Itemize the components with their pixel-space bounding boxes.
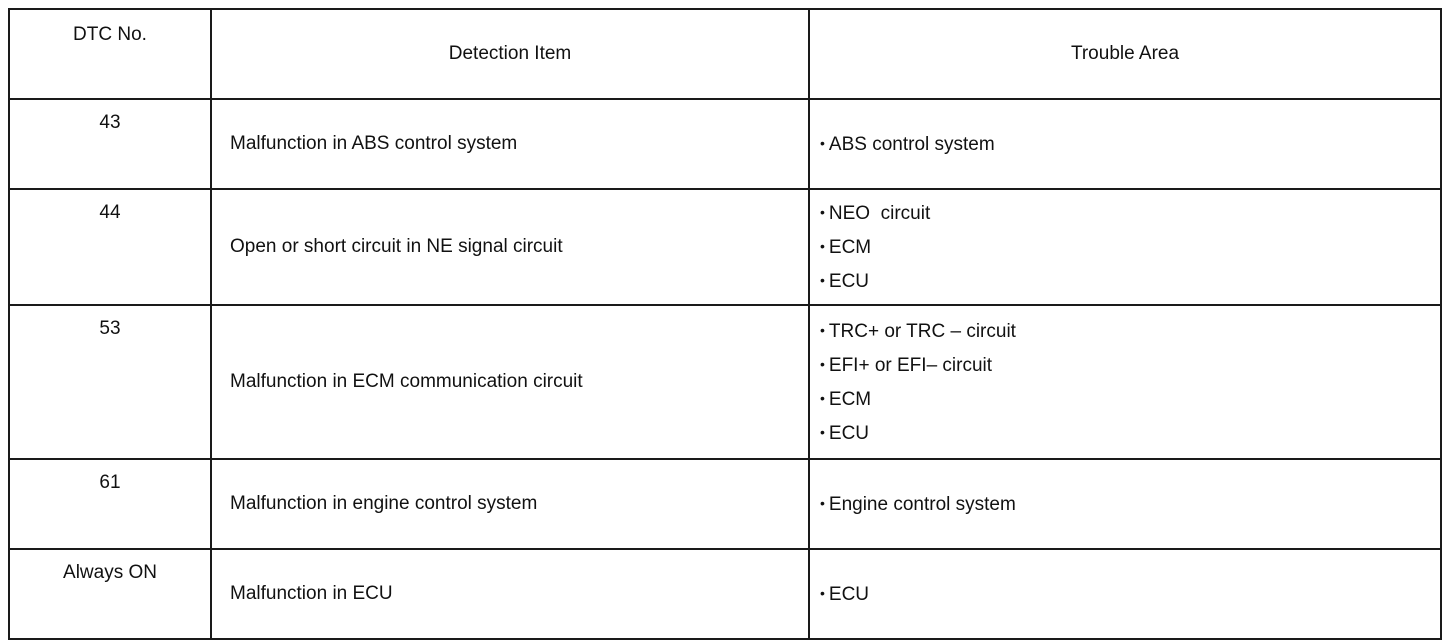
table-row: 53 Malfunction in ECM communication circ… [8,304,1442,460]
trouble-area-text: EFI+ or EFI– circuit [828,355,993,376]
dtc-code: 44 [8,188,212,306]
bullet-icon: • [820,585,825,601]
trouble-area-text: NEO circuit [828,203,931,224]
bullet-icon: • [820,135,825,151]
table-row: Always ON Malfunction in ECU •ECU [8,548,1442,640]
trouble-area-item: •ECU [820,577,1440,611]
dtc-code: 61 [8,458,212,550]
bullet-icon: • [820,238,825,254]
trouble-area-text: ECM [828,237,872,258]
table-body: 43 Malfunction in ABS control system •AB… [8,98,1442,640]
trouble-area-text: TRC+ or TRC – circuit [828,321,1016,342]
trouble-area-item: •Engine control system [820,487,1440,521]
trouble-area-text: ECU [828,584,870,605]
bullet-icon: • [820,322,825,338]
trouble-area-item: •NEO circuit [820,196,1440,230]
dtc-code: Always ON [8,548,212,640]
dtc-code: 53 [8,304,212,460]
detection-item: Malfunction in engine control system [210,458,810,550]
trouble-area: •ABS control system [808,98,1442,190]
table-row: 44 Open or short circuit in NE signal ci… [8,188,1442,306]
trouble-area-list: •ABS control system [820,127,1440,161]
detection-item: Open or short circuit in NE signal circu… [210,188,810,306]
bullet-icon: • [820,424,825,440]
bullet-icon: • [820,272,825,288]
trouble-area-item: •ECM [820,382,1440,416]
table-row: 61 Malfunction in engine control system … [8,458,1442,550]
detection-item: Malfunction in ECM communication circuit [210,304,810,460]
trouble-area-item: •EFI+ or EFI– circuit [820,348,1440,382]
trouble-area-text: ECU [828,271,870,292]
trouble-area-text: ECM [828,389,872,410]
trouble-area-item: •ECU [820,416,1440,450]
header-dtc-no: DTC No. [8,8,212,100]
detection-item: Malfunction in ABS control system [210,98,810,190]
trouble-area-text: ABS control system [828,134,995,155]
trouble-area-list: •Engine control system [820,487,1440,521]
trouble-area-text: ECU [828,423,870,444]
trouble-area-item: •TRC+ or TRC – circuit [820,314,1440,348]
trouble-area-list: •TRC+ or TRC – circuit •EFI+ or EFI– cir… [820,314,1440,450]
header-row: DTC No. Detection Item Trouble Area [8,8,1442,100]
trouble-area: •ECU [808,548,1442,640]
trouble-area-item: •ECU [820,264,1440,298]
trouble-area: •TRC+ or TRC – circuit •EFI+ or EFI– cir… [808,304,1442,460]
header-detection-item: Detection Item [210,8,810,100]
dtc-code: 43 [8,98,212,190]
bullet-icon: • [820,356,825,372]
trouble-area-item: •ECM [820,230,1440,264]
table-header: DTC No. Detection Item Trouble Area [8,8,1442,100]
trouble-area: •NEO circuit •ECM •ECU [808,188,1442,306]
dtc-table: DTC No. Detection Item Trouble Area 43 M… [8,8,1442,640]
table-row: 43 Malfunction in ABS control system •AB… [8,98,1442,190]
bullet-icon: • [820,495,825,511]
detection-item: Malfunction in ECU [210,548,810,640]
bullet-icon: • [820,204,825,220]
trouble-area-item: •ABS control system [820,127,1440,161]
trouble-area-list: •NEO circuit •ECM •ECU [820,196,1440,298]
trouble-area-list: •ECU [820,577,1440,611]
trouble-area-text: Engine control system [828,494,1016,515]
header-trouble-area: Trouble Area [808,8,1442,100]
bullet-icon: • [820,390,825,406]
trouble-area: •Engine control system [808,458,1442,550]
